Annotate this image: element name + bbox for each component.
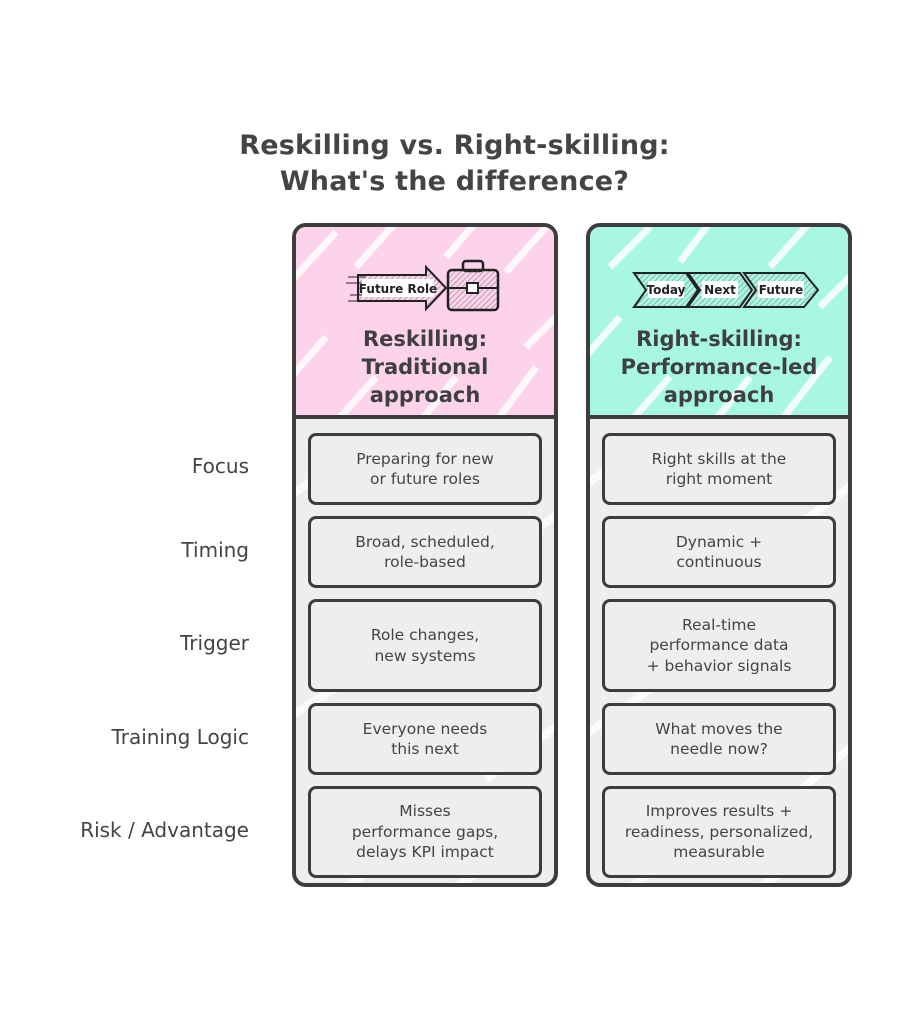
reskilling-focus-cell: Preparing for new or future roles (308, 433, 542, 505)
cell-text-line: Right skills at the (651, 449, 787, 468)
cell-text-line: role-based (384, 553, 466, 571)
cell-text-line: Real-time (681, 615, 757, 634)
cell-text-line: new systems (374, 646, 476, 665)
cell-text-line: Preparing for new (356, 449, 494, 468)
cell-text-line: performance gaps, (351, 822, 499, 841)
cell-text-line: readiness, personalized, (624, 822, 814, 841)
cell-text-line: Everyone needs (362, 719, 488, 738)
cell-text-line: performance data (649, 636, 789, 655)
cell-text-line: Dynamic + (675, 532, 763, 551)
right-skilling-column: Today Next Future Right-skilling: Perfor… (586, 223, 852, 887)
right-skilling-timing-cell: Dynamic + continuous (602, 516, 836, 588)
right-skilling-advantage-cell: Improves results + readiness, personaliz… (602, 786, 836, 878)
right-skilling-focus-cell: Right skills at the right moment (602, 433, 836, 505)
reskilling-timing-cell: Broad, scheduled, role-based (308, 516, 542, 588)
cell-text-line: right moment (665, 470, 773, 488)
right-skilling-trigger-cell: Real-time performance data + behavior si… (602, 599, 836, 692)
reskilling-title-line: Traditional (361, 355, 489, 379)
future-role-arrow-briefcase-icon: Future Role (296, 255, 554, 315)
step-today-label: Today (647, 283, 686, 297)
cell-text-line: delays KPI impact (356, 843, 494, 862)
future-role-label: Future Role (359, 282, 437, 296)
reskilling-risk-cell: Misses performance gaps, delays KPI impa… (308, 786, 542, 878)
reskilling-title-line: Reskilling: (362, 327, 488, 351)
today-next-future-chevrons-icon: Today Next Future (590, 255, 848, 315)
reskilling-trigger-cell: Role changes, new systems (308, 599, 542, 692)
cell-text-line: needle now? (670, 740, 768, 758)
row-label-trigger: Trigger (180, 631, 249, 655)
cell-text-line: + behavior signals (646, 656, 792, 675)
right-skilling-training-logic-cell: What moves the needle now? (602, 703, 836, 775)
right-skilling-header: Today Next Future Right-skilling: Perfor… (590, 227, 848, 419)
right-skilling-title-line: Performance-led (620, 355, 818, 379)
cell-text-line: this next (391, 740, 459, 758)
step-next-label: Next (704, 283, 736, 297)
right-skilling-title-line: Right-skilling: (636, 327, 802, 351)
title-line-2: What's the difference? (279, 166, 630, 197)
cell-text-line: continuous (676, 553, 762, 571)
page-title: Reskilling vs. Right-skilling: What's th… (0, 128, 909, 200)
reskilling-column: Future Role Reskilling: Traditional appr… (292, 223, 558, 887)
row-label-risk-advantage: Risk / Advantage (80, 818, 249, 842)
reskilling-title-line: approach (369, 383, 481, 407)
reskilling-training-logic-cell: Everyone needs this next (308, 703, 542, 775)
row-label-focus: Focus (191, 454, 249, 478)
row-label-timing: Timing (181, 538, 249, 562)
cell-text-line: Misses (399, 802, 451, 821)
reskilling-header: Future Role Reskilling: Traditional appr… (296, 227, 554, 419)
cell-text-line: Broad, scheduled, (355, 532, 495, 551)
title-line-1: Reskilling vs. Right-skilling: (239, 130, 670, 161)
cell-text-line: measurable (673, 843, 765, 862)
reskilling-title: Reskilling: Traditional approach (296, 325, 554, 409)
right-skilling-title-line: approach (663, 383, 775, 407)
cell-text-line: Improves results + (645, 802, 793, 821)
row-label-training-logic: Training Logic (111, 725, 249, 749)
cell-text-line: What moves the (655, 719, 783, 738)
step-future-label: Future (759, 283, 803, 297)
right-skilling-title: Right-skilling: Performance-led approach (590, 325, 848, 409)
cell-text-line: Role changes, (370, 626, 480, 644)
cell-text-line: or future roles (370, 470, 480, 488)
